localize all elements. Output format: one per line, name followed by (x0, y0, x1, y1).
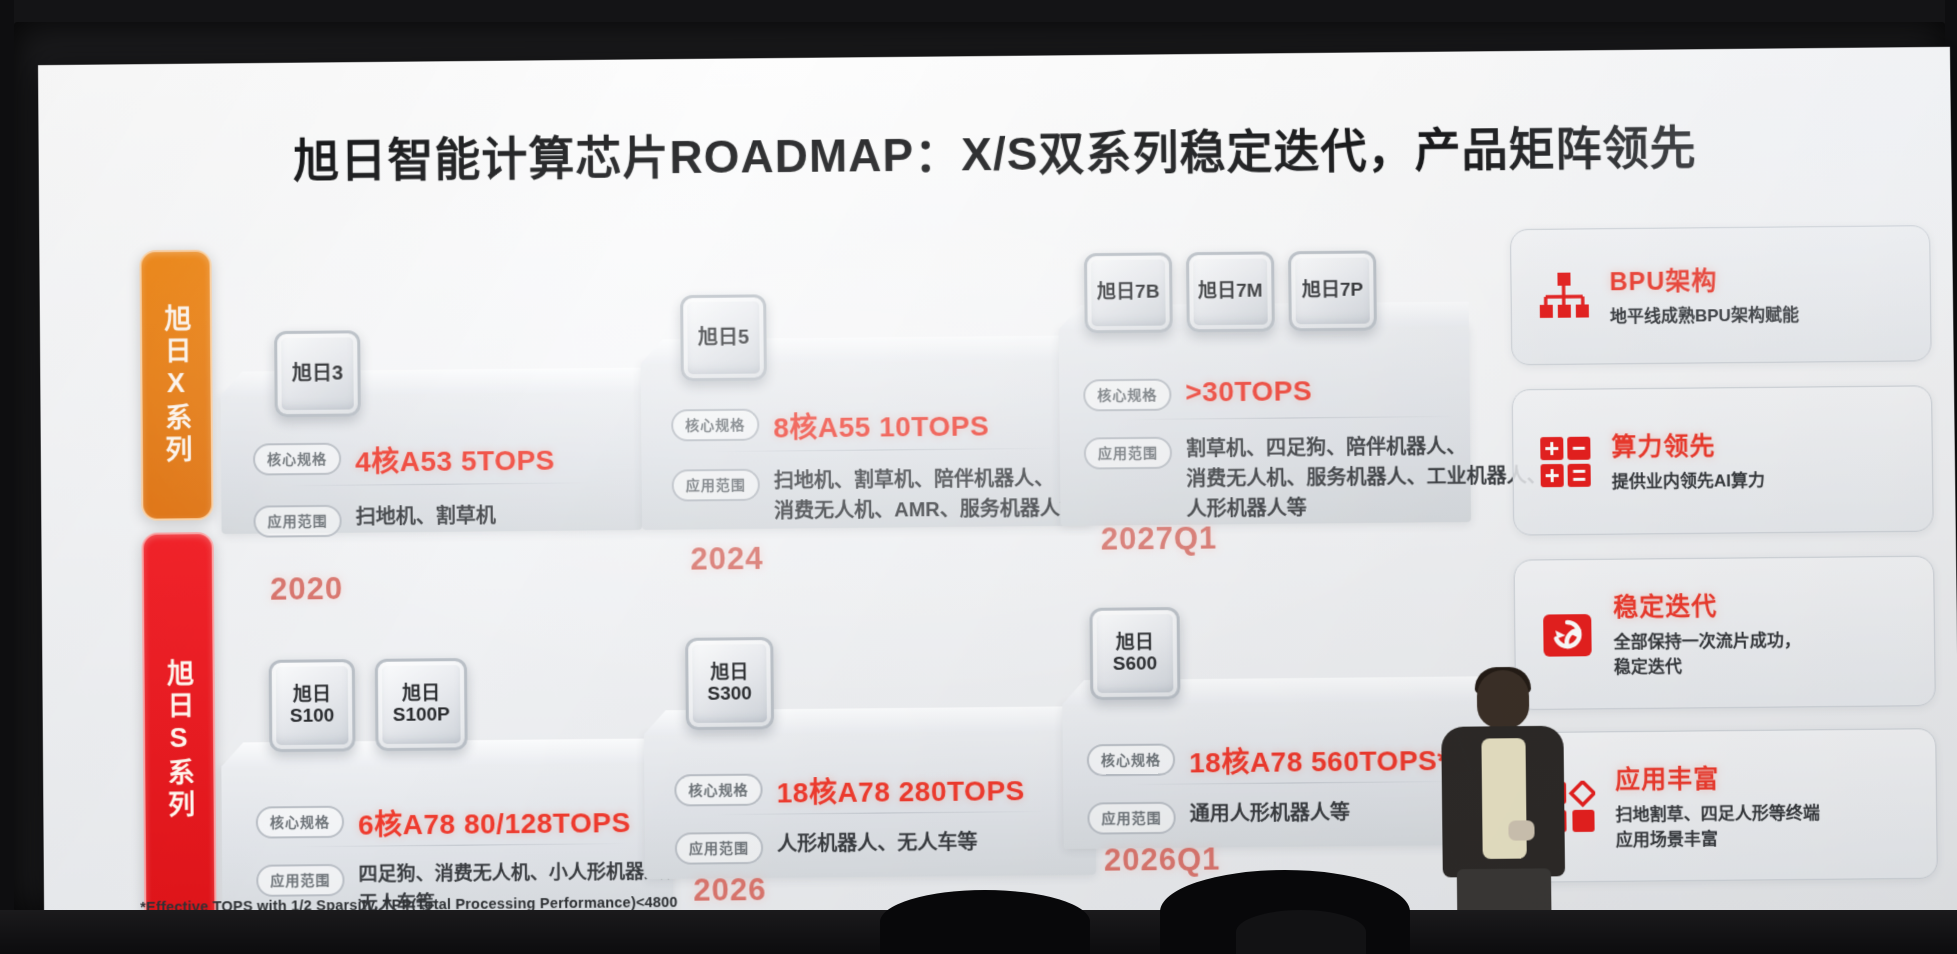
feature-desc-bpu: 地平线成熟BPU架构赋能 (1609, 305, 1800, 327)
x7-spec-row: 核心规格 >30TOPS (1083, 375, 1313, 412)
x5-spec-value: 8核A55 10TOPS (773, 410, 990, 444)
s600-usage-pill: 应用范围 (1087, 801, 1176, 835)
feature-text-rich: 应用丰富 扫地割草、四足人形等终端 应用场景丰富 (1615, 758, 1820, 853)
org-chart-icon (1537, 270, 1590, 323)
chip-x7p-label: 旭日7P (1301, 279, 1364, 302)
presentation-slide: 旭日智能计算芯片ROADMAP：X/S双系列稳定迭代，产品矩阵领先 旭日X系列 … (38, 46, 1957, 934)
feature-title-compute: 算力领先 (1611, 432, 1716, 462)
room-left-edge (0, 0, 14, 954)
x3-spec-value: 4核A53 5TOPS (355, 444, 556, 478)
s600-year: 2026Q1 (1103, 841, 1221, 878)
x3-usage-pill: 应用范围 (253, 504, 342, 538)
s100-spec-row: 核心规格 6核A78 80/128TOPS (255, 801, 631, 845)
s300-usage-pill: 应用范围 (674, 831, 764, 865)
chip-x5: 旭日5 (680, 294, 767, 382)
feature-text-bpu: BPU架构 地平线成熟BPU架构赋能 (1609, 261, 1799, 331)
x7-usage-row: 应用范围 割草机、四足狗、陪伴机器人、 消费无人机、服务机器人、工业机器人、 人… (1083, 431, 1547, 526)
chip-s100: 旭日 S100 (268, 659, 356, 753)
s100-spec-value: 6核A78 80/128TOPS (357, 806, 631, 841)
series-rail-s-label: 旭日S系列 (162, 658, 195, 822)
speaker-silhouette (1435, 666, 1568, 934)
x7-year: 2027Q1 (1100, 520, 1218, 557)
s600-spec-pill: 核心规格 (1086, 743, 1176, 777)
feature-desc-compute: 提供业内领先AI算力 (1611, 471, 1766, 492)
feature-title-stable: 稳定迭代 (1613, 592, 1718, 622)
s300-spec-value: 18核A78 280TOPS (776, 775, 1025, 809)
chip-s300: 旭日 S300 (685, 636, 775, 731)
feature-text-compute: 算力领先 提供业内领先AI算力 (1611, 426, 1765, 495)
x3-spec-pill: 核心规格 (252, 442, 342, 476)
s100-spec-pill: 核心规格 (255, 805, 345, 839)
audience-head (880, 890, 1090, 954)
x5-spec-pill: 核心规格 (671, 408, 760, 442)
s300-spec-pill: 核心规格 (674, 773, 763, 807)
refresh-icon (1541, 608, 1594, 661)
chip-x7m: 旭日7M (1185, 251, 1275, 333)
s100-usage-pill: 应用范围 (256, 863, 345, 897)
x7-usage-pill: 应用范围 (1083, 436, 1173, 470)
feature-card-bpu-architecture[interactable]: BPU架构 地平线成熟BPU架构赋能 (1509, 225, 1932, 366)
chip-x7m-label: 旭日7M (1198, 280, 1263, 303)
screen-bezel: 旭日智能计算芯片ROADMAP：X/S双系列稳定迭代，产品矩阵领先 旭日X系列 … (14, 22, 1957, 934)
s300-spec-row: 核心规格 18核A78 280TOPS (674, 769, 1025, 813)
s300-year: 2026 (693, 871, 767, 908)
series-rail-x-label: 旭日X系列 (160, 303, 192, 467)
x3-usage-value: 扫地机、割草机 (355, 505, 496, 529)
x7-spec-pill: 核心规格 (1083, 378, 1172, 412)
x3-spec-row: 核心规格 4核A53 5TOPS (252, 439, 556, 482)
speaker-hand (1508, 820, 1535, 841)
chip-x7b: 旭日7B (1083, 252, 1173, 334)
feature-card-compute-leading[interactable]: 算力领先 提供业内领先AI算力 (1511, 385, 1934, 536)
chip-x5-label: 旭日5 (697, 326, 750, 349)
x3-usage-row: 应用范围 扫地机、割草机 (253, 501, 496, 538)
x5-year: 2024 (690, 540, 764, 577)
chip-x7p: 旭日7P (1288, 250, 1377, 332)
feature-title-rich: 应用丰富 (1614, 765, 1720, 795)
chip-s100-label: 旭日 S100 (289, 684, 335, 727)
x5-usage-row: 应用范围 扫地机、割草机、陪伴机器人、 消费无人机、AMR、服务机器人等 (671, 464, 1081, 528)
s300-usage-value: 人形机器人、无人车等 (777, 831, 978, 856)
x7-usage-value: 割草机、四足狗、陪伴机器人、 消费无人机、服务机器人、工业机器人、 人形机器人等 (1185, 435, 1547, 521)
s600-usage-row: 应用范围 通用人形机器人等 (1087, 798, 1350, 835)
speaker-head (1476, 669, 1530, 729)
calculator-icon (1539, 436, 1592, 489)
series-rail-x: 旭日X系列 (139, 249, 214, 521)
x5-spec-row: 核心规格 8核A55 10TOPS (671, 404, 989, 447)
feature-card-stable-iteration[interactable]: 稳定迭代 全部保持一次流片成功， 稳定迭代 (1513, 555, 1936, 711)
series-rail-s: 旭日S系列 (141, 532, 217, 934)
chip-x7b-label: 旭日7B (1097, 281, 1160, 304)
s600-usage-value: 通用人形机器人等 (1189, 802, 1351, 826)
feature-desc-rich: 扫地割草、四足人形等终端 应用场景丰富 (1615, 803, 1820, 850)
chip-s300-label: 旭日 S300 (707, 662, 752, 705)
x5-usage-value: 扫地机、割草机、陪伴机器人、 消费无人机、AMR、服务机器人等 (773, 467, 1081, 523)
x3-year: 2020 (269, 570, 344, 607)
s300-usage-row: 应用范围 人形机器人、无人车等 (674, 828, 978, 865)
feature-desc-stable: 全部保持一次流片成功， 稳定迭代 (1613, 630, 1801, 677)
chip-s100p: 旭日 S100P (374, 657, 468, 752)
chip-s600: 旭日 S600 (1089, 607, 1181, 701)
chip-s100p-label: 旭日 S100P (392, 683, 450, 726)
audience-head (1236, 910, 1366, 954)
feature-card-rich-applications[interactable]: 应用丰富 扫地割草、四足人形等终端 应用场景丰富 (1515, 728, 1938, 883)
room-foreground (0, 870, 1957, 954)
x5-usage-pill: 应用范围 (671, 468, 760, 502)
chip-x3: 旭日3 (274, 330, 361, 418)
chip-x3-label: 旭日3 (291, 362, 344, 385)
slide-title: 旭日智能计算芯片ROADMAP：X/S双系列稳定迭代，产品矩阵领先 (293, 121, 1697, 187)
chip-s600-label: 旭日 S600 (1112, 632, 1158, 675)
x7-spec-value: >30TOPS (1185, 375, 1313, 408)
speaker-shirt (1481, 738, 1527, 859)
feature-title-bpu: BPU架构 (1609, 267, 1718, 297)
feature-text-stable: 稳定迭代 全部保持一次流片成功， 稳定迭代 (1613, 586, 1801, 680)
